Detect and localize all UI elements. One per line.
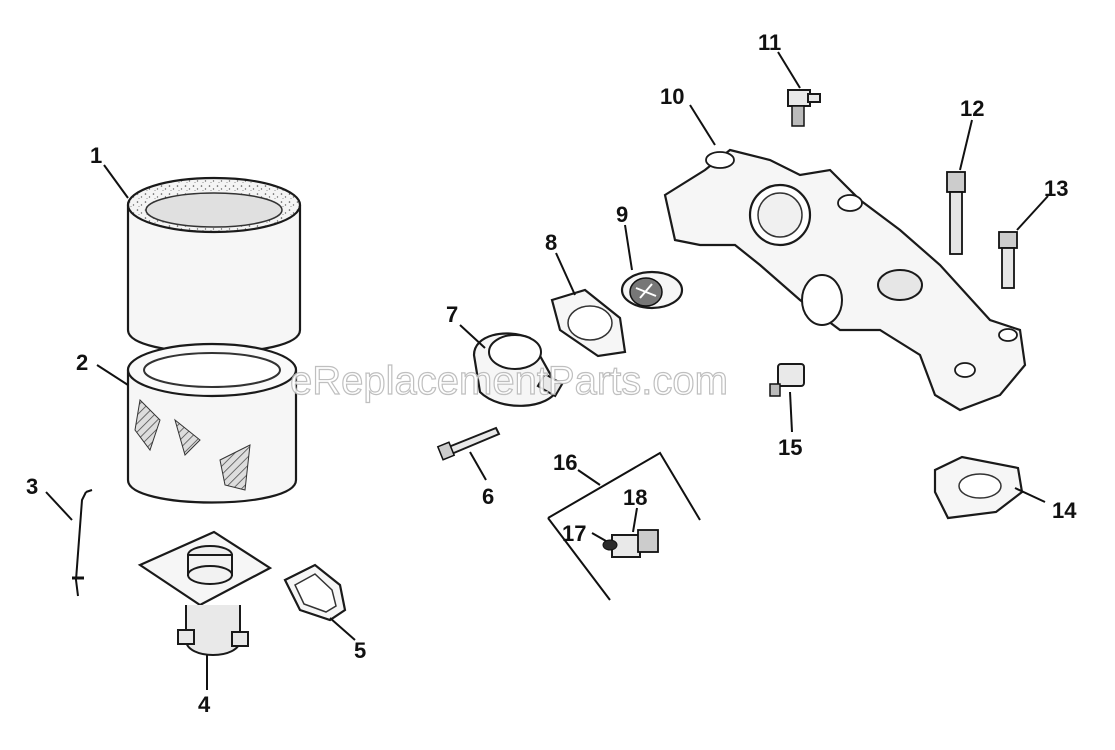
callout-13: 13 (1044, 176, 1068, 201)
watermark: eReplacementParts.com (290, 359, 728, 403)
callout-11: 11 (758, 30, 781, 55)
callout-15: 15 (778, 435, 802, 460)
callout-14: 14 (1052, 498, 1077, 523)
callout-3: 3 (26, 474, 38, 499)
callout-4: 4 (198, 692, 211, 717)
callout-9: 9 (616, 202, 628, 227)
callout-2: 2 (76, 350, 88, 375)
callout-labels: 1 2 3 4 5 6 7 8 9 10 11 12 13 14 15 16 1… (26, 30, 1077, 717)
part-1-precleaner (126, 176, 302, 354)
part-7-thermostat-housing (472, 332, 564, 407)
part-8-gasket (550, 288, 627, 358)
part-9-thermostat (620, 270, 684, 310)
part-4-base (137, 530, 273, 656)
part-16-bracket (547, 451, 701, 601)
part-6-stud (436, 426, 501, 461)
callout-8: 8 (545, 230, 557, 255)
part-13-bolt (998, 231, 1018, 289)
callout-6: 6 (482, 484, 494, 509)
part-17-washer (602, 539, 618, 551)
part-14-gasket (933, 455, 1024, 520)
part-15-fitting (769, 363, 805, 397)
part-11-fitting (787, 89, 821, 127)
leader-lines (45, 51, 1049, 690)
part-18-sender (611, 529, 659, 558)
part-12-bolt (946, 171, 966, 255)
callout-18: 18 (623, 485, 647, 510)
part-3-dipstick (72, 489, 93, 597)
callout-10: 10 (660, 84, 684, 109)
callout-16: 16 (553, 450, 577, 475)
part-2-air-filter (126, 342, 298, 504)
callout-12: 12 (960, 96, 984, 121)
callout-17: 17 (562, 521, 586, 546)
callout-7: 7 (446, 302, 458, 327)
part-5-gasket (283, 563, 347, 622)
part-10-manifold (663, 148, 1027, 412)
callout-5: 5 (354, 638, 366, 663)
callout-1: 1 (90, 143, 102, 168)
